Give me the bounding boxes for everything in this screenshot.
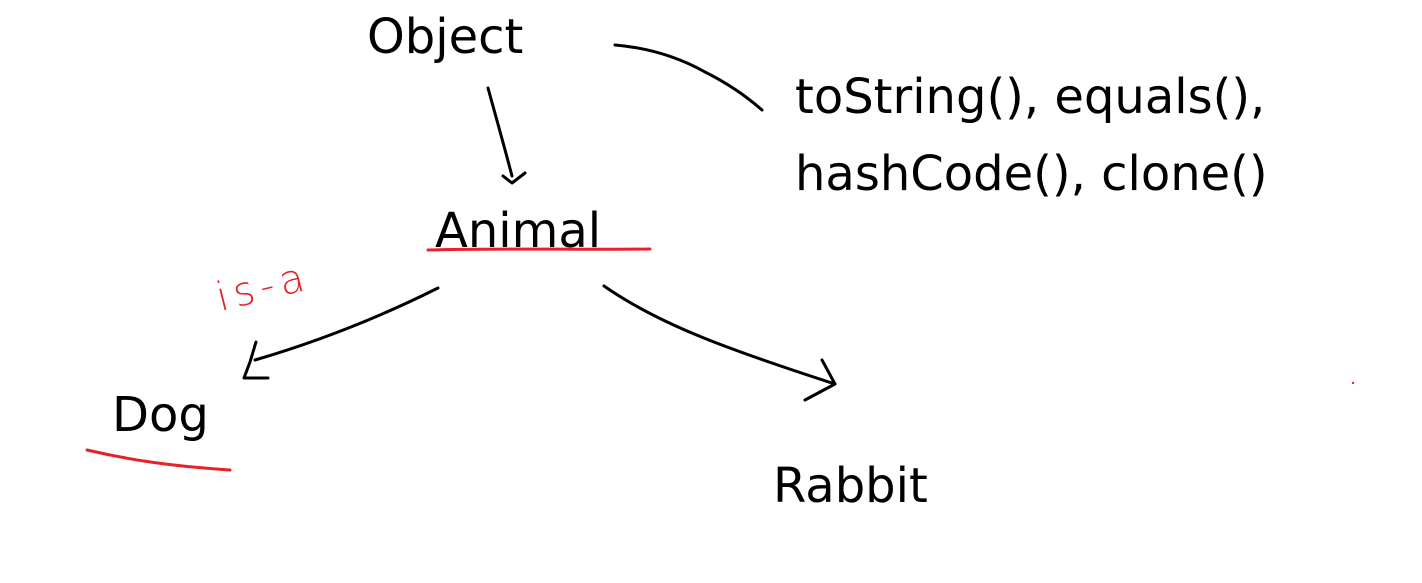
object-to-animal-arrowhead — [501, 171, 527, 185]
stray-dot — [1351, 381, 1355, 385]
animal-to-rabbit-arrow — [602, 284, 837, 386]
animal-to-rabbit-arrowhead — [803, 358, 837, 402]
animal-to-dog-arrowhead — [242, 340, 270, 380]
methods-note-line-1: toString(), equals(), — [795, 69, 1266, 125]
dog-underline — [85, 448, 232, 472]
animal-underline — [426, 247, 652, 252]
object-to-animal-arrow — [486, 86, 514, 178]
node-object: Object — [367, 9, 524, 65]
animal-to-dog-arrow — [253, 286, 440, 362]
node-animal: Animal — [435, 203, 602, 259]
methods-note-line-2: hashCode(), clone() — [795, 146, 1268, 202]
node-dog: Dog — [112, 387, 209, 443]
node-rabbit: Rabbit — [773, 458, 928, 514]
object-to-methods-connector — [613, 43, 764, 112]
